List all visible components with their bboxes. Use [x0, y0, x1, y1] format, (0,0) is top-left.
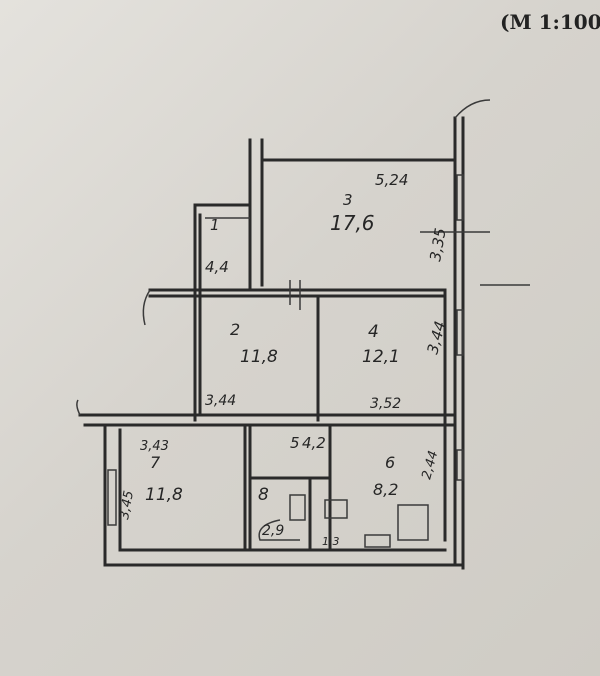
room-1-number: 1	[210, 216, 220, 234]
room-7-area: 11,8	[145, 485, 183, 505]
room-2-dim-bottom: 3,44	[205, 393, 236, 409]
room-6-number: 6	[385, 453, 395, 472]
room-5-number: 5	[290, 434, 300, 452]
room-4-number: 4	[368, 322, 379, 342]
room-8-number: 8	[258, 485, 269, 505]
room-1-area: 4,4	[205, 258, 229, 276]
room-2-area: 11,8	[240, 347, 278, 367]
scale-label: (М 1:100	[500, 10, 600, 34]
windows-and-doors	[76, 99, 530, 548]
room-2-number: 2	[230, 320, 240, 339]
room-4-area: 12,1	[362, 347, 400, 367]
room-3-number: 3	[343, 191, 353, 209]
room-3-dim-side: 3,35	[426, 227, 450, 263]
room-4-dim-bottom: 3,52	[370, 396, 401, 412]
room-7-dim-side: 3,45	[117, 490, 137, 521]
room-5-area: 4,2	[302, 434, 326, 452]
room-8-area: 2,9	[262, 523, 284, 539]
walls	[78, 116, 465, 570]
room-7-number: 7	[150, 453, 161, 472]
room-6-area: 8,2	[373, 480, 398, 499]
room-3-area: 17,6	[330, 211, 375, 235]
room-3-dim-top: 5,24	[375, 171, 408, 189]
room-9-area: 1,3	[322, 535, 340, 548]
room-7-dim-top: 3,43	[140, 439, 169, 454]
room-6-dim-side: 2,44	[419, 449, 441, 481]
